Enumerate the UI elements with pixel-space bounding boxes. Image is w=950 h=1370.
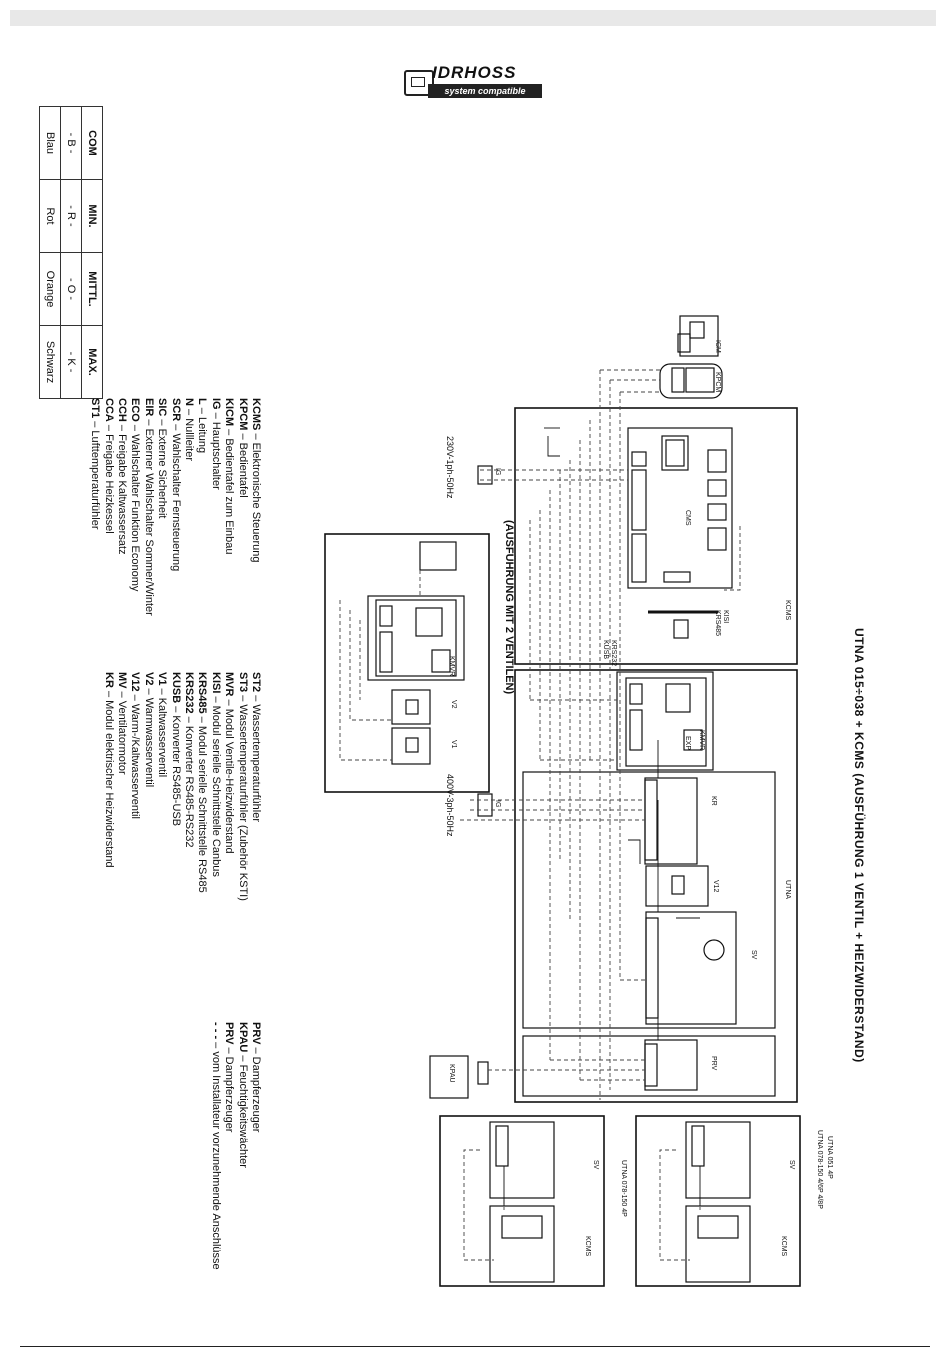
kmvr-box <box>616 671 714 771</box>
kcms-frame <box>514 407 798 665</box>
label-utna-051: UTNA 051 4P <box>826 1136 833 1179</box>
label-v2: V2 <box>450 700 457 709</box>
v2-box <box>391 689 431 725</box>
logo-tagline: system compatible <box>428 84 542 98</box>
label-krs485: KRS485 <box>714 610 721 636</box>
idrhoss-logo: IDRHOSS system compatible <box>404 64 546 104</box>
variant-utna-051-frame <box>635 1115 801 1287</box>
logo-mark-icon <box>404 70 434 96</box>
utna-frame <box>514 669 798 1103</box>
prv-box <box>644 1039 698 1091</box>
label-exp: EXP <box>684 736 691 750</box>
kmvr-variant-box <box>367 595 465 681</box>
v1-box <box>391 727 431 765</box>
kpau-box <box>429 1055 469 1099</box>
variant-frame <box>324 533 490 793</box>
label-prv: PRV <box>710 1056 717 1071</box>
label-sv-variant-2: SV <box>592 1160 599 1170</box>
sv-box <box>645 911 737 1025</box>
label-utna-078-4: UTNA 078-150 4P <box>620 1160 627 1217</box>
label-kusb: KUSB <box>602 640 609 659</box>
header-band <box>10 10 936 26</box>
label-v1: V1 <box>450 740 457 749</box>
label-kpcm: KPCM <box>714 372 721 392</box>
label-kr: KR <box>710 796 717 806</box>
cms-board <box>627 427 733 589</box>
label-kpau: KPAU <box>448 1064 455 1083</box>
label-ig-1: IG <box>494 468 501 475</box>
label-cms: CMS <box>684 510 691 526</box>
v12-box <box>645 865 709 907</box>
label-v12: V12 <box>712 880 719 893</box>
variant-utna-078-frame <box>439 1115 605 1287</box>
label-kcms-variant-1: KCMS <box>780 1236 787 1257</box>
ig-switch-2 <box>477 793 493 817</box>
label-ig-2: IG <box>494 800 501 807</box>
logo-brand: IDRHOSS <box>432 63 517 82</box>
label-sv: SV <box>750 950 757 960</box>
label-icm: ICM <box>714 340 721 353</box>
icm-box <box>679 315 719 357</box>
label-sv-variant-1: SV <box>788 1160 795 1170</box>
label-kcms: KCMS <box>784 600 791 621</box>
ig-switch-1 <box>477 465 493 485</box>
kpcm-box <box>659 363 723 399</box>
footer-rule <box>20 1346 930 1347</box>
label-krs232: KRS232 <box>610 640 617 666</box>
kr-box <box>644 777 698 865</box>
label-utna: UTNA <box>784 880 791 899</box>
label-utna-078-46: UTNA 078-150 4/6P 4/8P <box>816 1130 823 1209</box>
label-kmvr: KMVR <box>698 730 705 750</box>
label-kmvr-variant: KMVR <box>448 656 455 676</box>
label-kisi: KISI <box>722 610 729 623</box>
label-kcms-variant-2: KCMS <box>584 1236 591 1257</box>
